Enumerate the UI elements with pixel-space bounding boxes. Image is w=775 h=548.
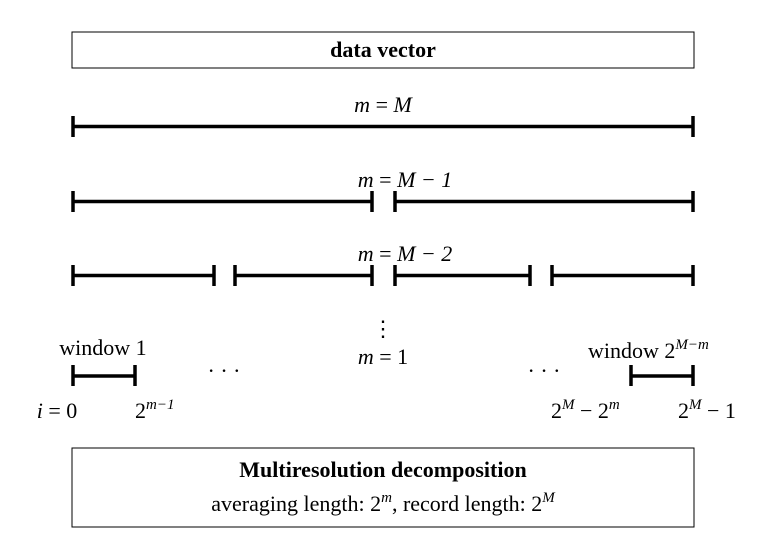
decomposition-title: Multiresolution decomposition xyxy=(239,457,526,482)
segment xyxy=(393,265,532,286)
window-last-end: 2M − 1 xyxy=(678,397,736,423)
decomposition-box: Multiresolution decomposition averaging … xyxy=(71,447,695,528)
ellipsis-left: · · · xyxy=(208,358,241,383)
data-vector-title: data vector xyxy=(330,37,436,62)
segment-row-m-minus-2 xyxy=(71,265,695,286)
window-first-end: 2m−1 xyxy=(135,397,174,423)
window-first-segment xyxy=(71,365,137,386)
segment xyxy=(550,265,695,286)
decomposition-subtitle: averaging length: 2m, record length: 2M xyxy=(211,490,556,516)
segment xyxy=(71,116,695,137)
segment xyxy=(71,265,216,286)
level-label-m-minus-1: m = M − 1 xyxy=(358,167,452,192)
vertical-dots: ⋮ xyxy=(372,316,394,341)
segment-row-m xyxy=(71,116,695,137)
window-last-start: 2M − 2m xyxy=(551,397,620,423)
window-first-label: window 1 xyxy=(59,335,146,360)
segment xyxy=(393,191,695,212)
ellipsis-right: · · · xyxy=(528,358,561,383)
segment xyxy=(233,265,374,286)
level-label-m-minus-2: m = M − 2 xyxy=(358,241,452,266)
segment xyxy=(71,191,374,212)
segment-row-m-minus-1 xyxy=(71,191,695,212)
data-vector-box: data vector xyxy=(71,31,695,69)
level-label-1: m = 1 xyxy=(358,344,408,369)
window-first-start: i = 0 xyxy=(37,398,78,423)
window-last-label: window 2M−m xyxy=(588,337,709,363)
level-label-m: m = M xyxy=(354,92,413,117)
window-last-segment xyxy=(629,365,695,386)
